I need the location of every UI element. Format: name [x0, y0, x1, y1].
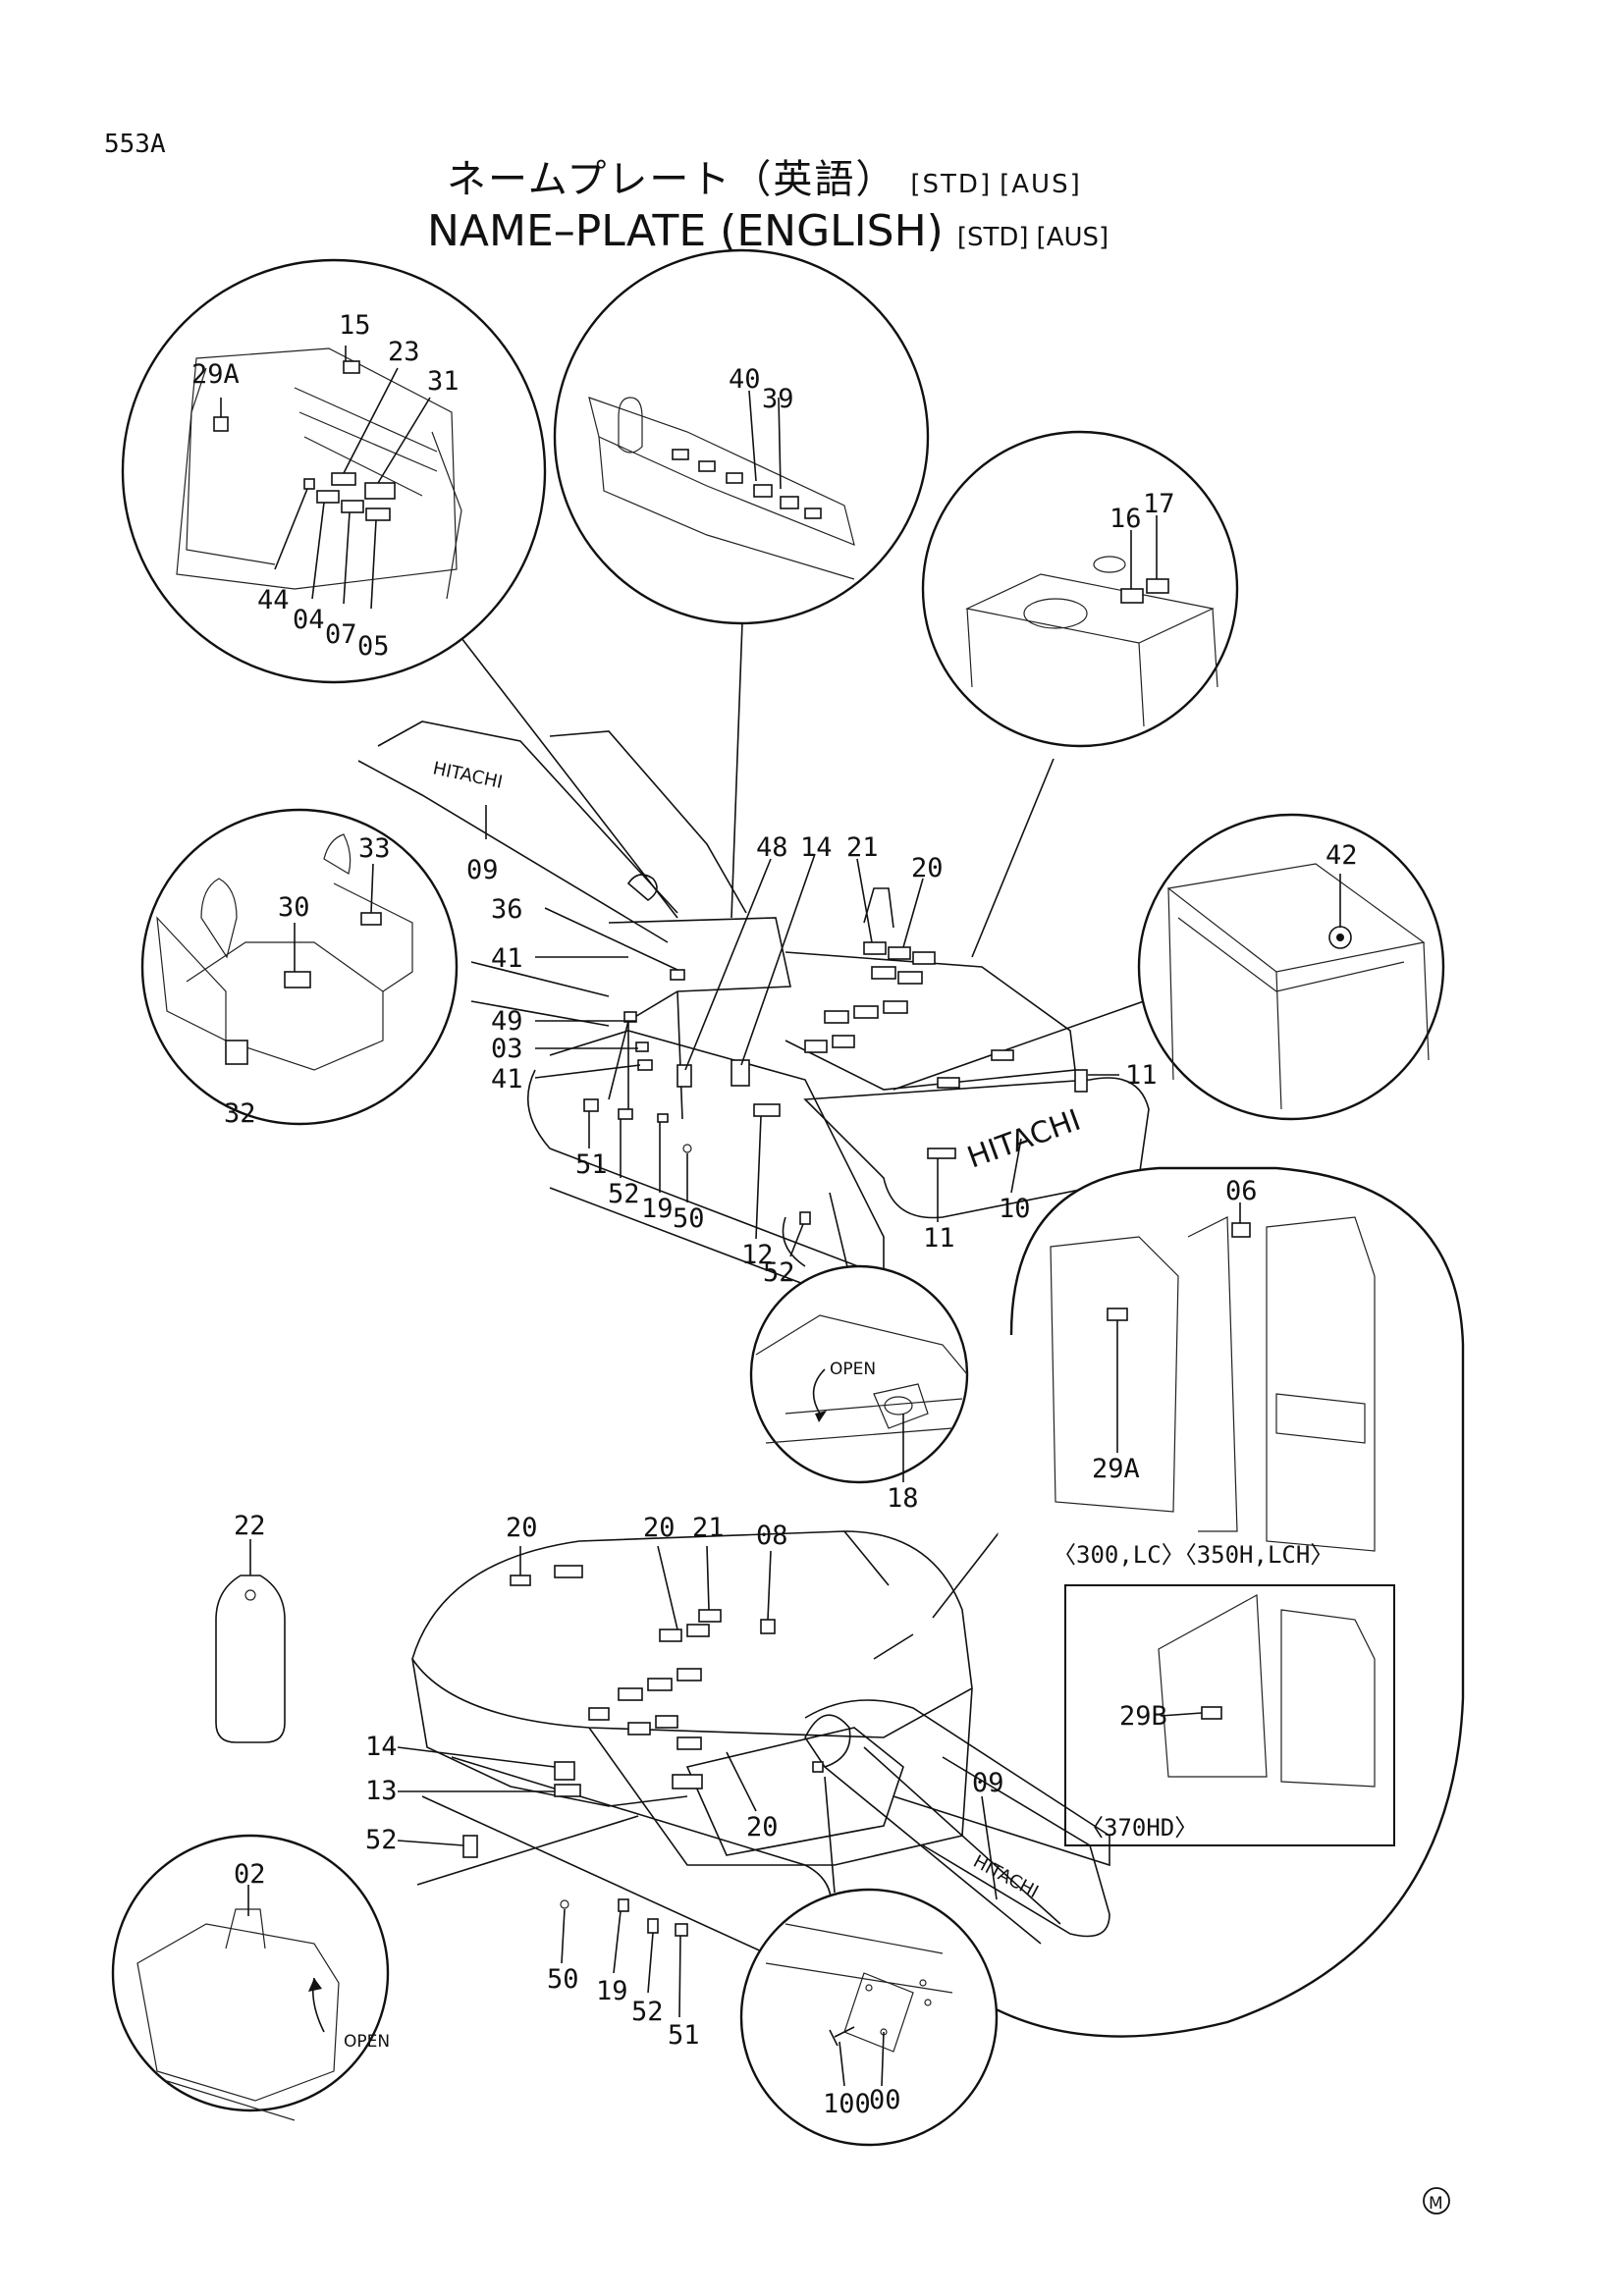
- callout: 51: [575, 1149, 608, 1180]
- callout-labels: 15 29A 23 31 44 04 07 05 40 39 16 17 33 …: [191, 310, 1358, 2119]
- title-japanese: ネームプレート（英語）[STD][AUS]: [447, 157, 1082, 202]
- callout: 18: [887, 1483, 919, 1514]
- callout: 36: [491, 894, 523, 925]
- callout: 21: [692, 1513, 725, 1543]
- callout: 16: [1109, 504, 1142, 534]
- callout: 19: [641, 1194, 674, 1224]
- callout: 42: [1325, 840, 1358, 871]
- callout: 41: [491, 1064, 523, 1095]
- m-mark-letter: M: [1429, 2194, 1443, 2214]
- machine-rear-view: HITACHI: [397, 1530, 1110, 2018]
- detail-cab-labels: [121, 258, 547, 684]
- callout: 31: [427, 366, 460, 397]
- callout: 11: [1125, 1060, 1158, 1091]
- callout: 19: [596, 1976, 628, 2006]
- callout: 08: [756, 1521, 788, 1551]
- callout: 51: [668, 2020, 700, 2051]
- callout: 52: [763, 1257, 795, 1288]
- page-number: 553A: [104, 130, 166, 159]
- callout: 21: [846, 832, 879, 863]
- callout: 13: [365, 1776, 398, 1806]
- callout: 30: [278, 892, 310, 923]
- callout: 52: [631, 1997, 664, 2027]
- detail-lever-labels: [140, 808, 459, 1126]
- callout: 22: [234, 1511, 266, 1541]
- title-english: NAME–PLATE (ENGLISH)[STD][AUS]: [427, 206, 1109, 256]
- variant-line: 〈300,LC〉〈350H,LCH〉: [1053, 1541, 1333, 1569]
- tag-aus: [AUS]: [1036, 223, 1109, 252]
- callout: 39: [762, 384, 794, 414]
- callout: 20: [643, 1513, 676, 1543]
- callout: 41: [491, 943, 523, 974]
- callout: 02: [234, 1859, 266, 1890]
- tag-std: [STD]: [910, 170, 993, 199]
- callout: 50: [547, 1964, 579, 1995]
- callout: 20: [746, 1812, 779, 1842]
- tag-std: [STD]: [956, 223, 1029, 252]
- callout: 23: [388, 337, 420, 367]
- detail-panel-labels: [553, 248, 930, 625]
- callout: 100: [823, 2089, 871, 2119]
- callout: 20: [506, 1513, 538, 1543]
- variant-footer: 〈370HD〉: [1080, 1814, 1198, 1842]
- callout: 52: [608, 1179, 640, 1209]
- callout: 06: [1225, 1176, 1258, 1206]
- callout: 09: [972, 1768, 1004, 1798]
- callout: 14: [800, 832, 833, 863]
- callout: 04: [293, 605, 325, 635]
- callout: 15: [339, 310, 371, 341]
- callout: 32: [224, 1098, 256, 1129]
- detail-step-labels: OPEN: [111, 1834, 390, 2121]
- callout: 20: [911, 853, 944, 883]
- callout: 09: [466, 855, 499, 885]
- detail-radiator-labels: [1137, 813, 1445, 1121]
- callout: 44: [257, 585, 290, 615]
- variant-box: 〈300,LC〉〈350H,LCH〉 〈370HD〉: [1053, 1541, 1395, 1846]
- counterweight-brand: HITACHI: [963, 1103, 1086, 1176]
- open-label: OPEN: [830, 1360, 876, 1379]
- detail-bolt-labels: [739, 1888, 999, 2147]
- callout: 14: [365, 1732, 398, 1762]
- callout: 11: [923, 1223, 955, 1254]
- callout: 10: [999, 1194, 1031, 1224]
- callout: 48: [756, 832, 788, 863]
- tag-part: [215, 1539, 286, 1743]
- callout: 07: [325, 619, 357, 650]
- callout: 40: [729, 364, 761, 395]
- boom-brand: HITACHI: [431, 758, 505, 792]
- tag-aus: [AUS]: [1000, 170, 1082, 199]
- callout: 29B: [1119, 1701, 1167, 1732]
- open-label-step: OPEN: [344, 2032, 390, 2052]
- callout: 52: [365, 1825, 398, 1855]
- callout: 12: [741, 1240, 774, 1270]
- detail-cover-labels: OPEN: [749, 1264, 969, 1484]
- callout: 03: [491, 1034, 523, 1064]
- callout: 05: [357, 631, 390, 662]
- callout: 29A: [191, 359, 240, 390]
- callout: 33: [358, 833, 391, 864]
- callout: 50: [673, 1203, 705, 1234]
- callout: 00: [869, 2085, 901, 2115]
- detail-battery-labels: [921, 430, 1239, 748]
- callout: 49: [491, 1006, 523, 1037]
- callout: 17: [1143, 489, 1175, 519]
- callout: 29A: [1092, 1454, 1140, 1484]
- m-mark: M: [1423, 2187, 1450, 2215]
